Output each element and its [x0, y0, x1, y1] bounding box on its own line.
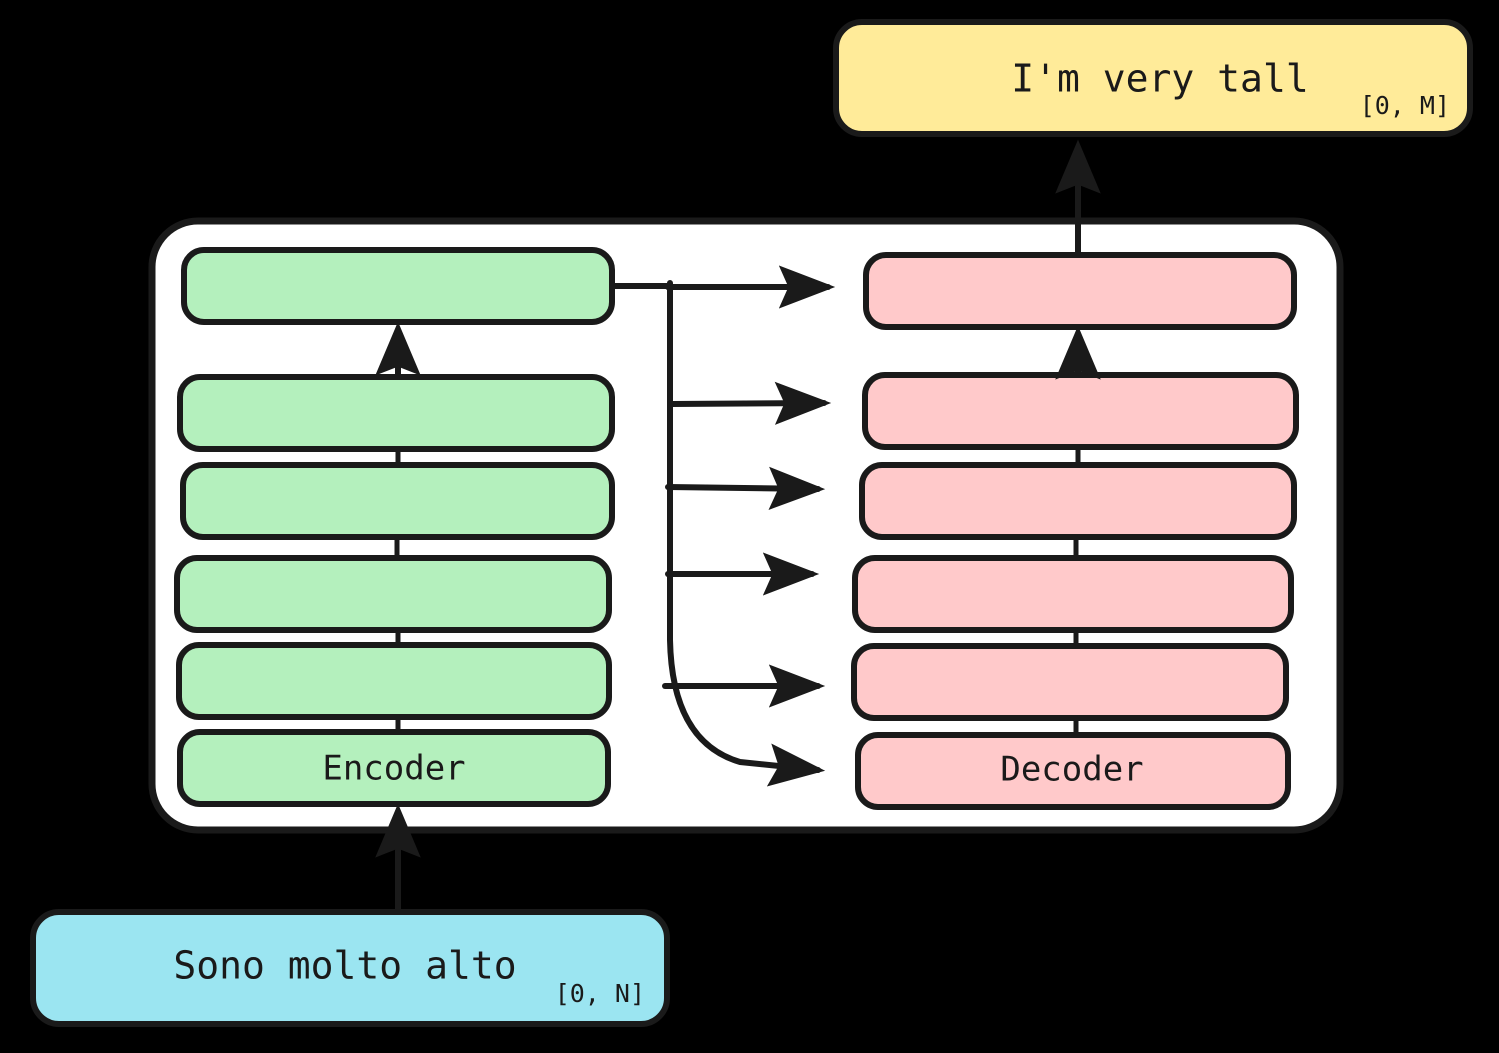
- input-range: [0, N]: [555, 979, 645, 1008]
- cross-attn-arrow-5: [669, 381, 832, 425]
- output-box[interactable]: [833, 19, 1473, 137]
- decoder-label: Decoder: [1000, 750, 1143, 790]
- decoder-internal-links: [1055, 325, 1101, 738]
- decoder-layer-5[interactable]: [862, 372, 1299, 450]
- input-box-group[interactable]: Sono molto alto [0, N]: [30, 909, 670, 1027]
- encoder-internal-links: [375, 321, 421, 735]
- output-range: [0, M]: [1360, 91, 1450, 120]
- encoder-layer-6[interactable]: [181, 247, 615, 325]
- output-box-group[interactable]: I'm very tall [0, M]: [833, 19, 1473, 137]
- decoder-layer-6[interactable]: [863, 252, 1297, 330]
- encoder-layer-5[interactable]: [177, 374, 615, 452]
- decoder-layer-3[interactable]: [852, 555, 1294, 633]
- encoder-label: Encoder: [322, 749, 465, 789]
- decoder-layer-1[interactable]: [855, 732, 1291, 810]
- output-text: I'm very tall: [1011, 57, 1308, 101]
- cross-attn-arrow-4: [665, 466, 826, 510]
- encoder-layer-4[interactable]: [180, 462, 615, 540]
- input-box[interactable]: [30, 909, 670, 1027]
- encoder-to-decoder-links: [609, 265, 836, 787]
- decoder-layer-4[interactable]: [859, 462, 1297, 540]
- input-text: Sono molto alto: [173, 944, 516, 988]
- decoder-layer-2[interactable]: [851, 643, 1289, 721]
- encoder-layer-3[interactable]: [174, 555, 612, 633]
- encoder-layer-2[interactable]: [176, 642, 612, 720]
